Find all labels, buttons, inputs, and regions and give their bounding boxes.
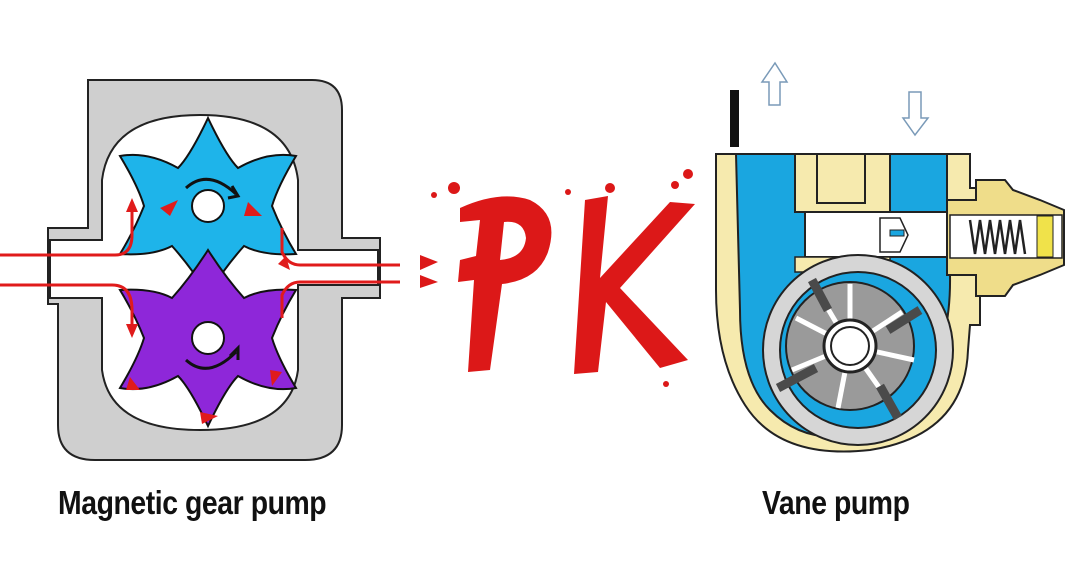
marker-bar [730,90,739,147]
down-inlet-arrow [901,91,930,137]
lower-gear [118,248,298,429]
vane-pump-diagram [700,50,1077,480]
valve-channel [804,211,951,258]
gear-pump-illustration [0,79,400,461]
rotor [762,254,954,446]
vane-pump-caption: Vane pump [762,484,910,521]
spring [968,219,1027,255]
upper-gear [118,115,298,296]
flow-arrowheads [126,198,290,424]
flow-arrows [0,205,400,332]
vanes [775,277,923,421]
pk-versus-label [420,160,700,390]
pk-splatter-art [420,169,695,387]
magnetic-gear-pump-diagram [0,70,400,470]
magnetic-gear-pump-caption: Magnetic gear pump [58,484,327,521]
up-outlet-arrow [760,61,789,106]
vane-pump-illustration [715,61,1065,453]
